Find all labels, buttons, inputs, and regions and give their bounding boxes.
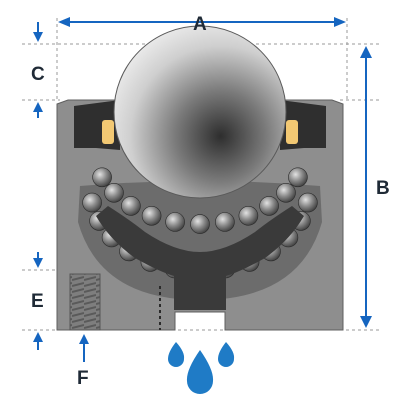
threaded-hole xyxy=(69,273,101,331)
water-drop-icon xyxy=(218,342,235,367)
label-e: E xyxy=(31,291,44,312)
dimension-e-arrow-top xyxy=(33,258,43,268)
dimension-c-arrow-bottom xyxy=(33,102,43,112)
felt-ring-right xyxy=(286,120,298,144)
dimension-c-arrow-top xyxy=(33,32,43,42)
water-drop-icon xyxy=(186,350,214,394)
dimension-f-arrow xyxy=(79,334,89,344)
support-ball xyxy=(104,183,124,203)
dimension-e-arrow-bottom xyxy=(33,332,43,342)
water-drops xyxy=(168,342,235,394)
support-ball xyxy=(92,167,112,188)
main-ball xyxy=(113,25,287,199)
seal-right xyxy=(280,100,326,150)
support-ball xyxy=(276,183,296,203)
label-a: A xyxy=(193,14,207,35)
seal-left xyxy=(74,100,120,150)
support-ball xyxy=(215,212,235,232)
dimension-a-arrow-right xyxy=(334,17,346,27)
support-ball xyxy=(288,167,308,188)
extension-lines xyxy=(22,18,380,331)
label-c: C xyxy=(31,64,45,85)
dimension-b-arrow-bottom xyxy=(360,316,372,328)
dimension-a-arrow-left xyxy=(58,17,70,27)
support-cup xyxy=(96,206,304,310)
support-ball xyxy=(238,206,259,226)
support-ball xyxy=(259,196,279,216)
dimension-arrows xyxy=(33,17,372,362)
support-ball xyxy=(190,214,210,234)
support-ball-ring xyxy=(82,167,318,281)
support-ball xyxy=(121,196,141,216)
support-ball xyxy=(298,192,318,213)
water-drop-icon xyxy=(168,342,185,367)
support-ball xyxy=(165,212,185,232)
felt-ring-left xyxy=(102,120,114,144)
support-ball xyxy=(82,192,102,213)
label-b: B xyxy=(376,178,390,199)
support-ball xyxy=(141,206,162,226)
dimension-b-arrow-top xyxy=(360,46,372,58)
label-f: F xyxy=(77,368,89,389)
